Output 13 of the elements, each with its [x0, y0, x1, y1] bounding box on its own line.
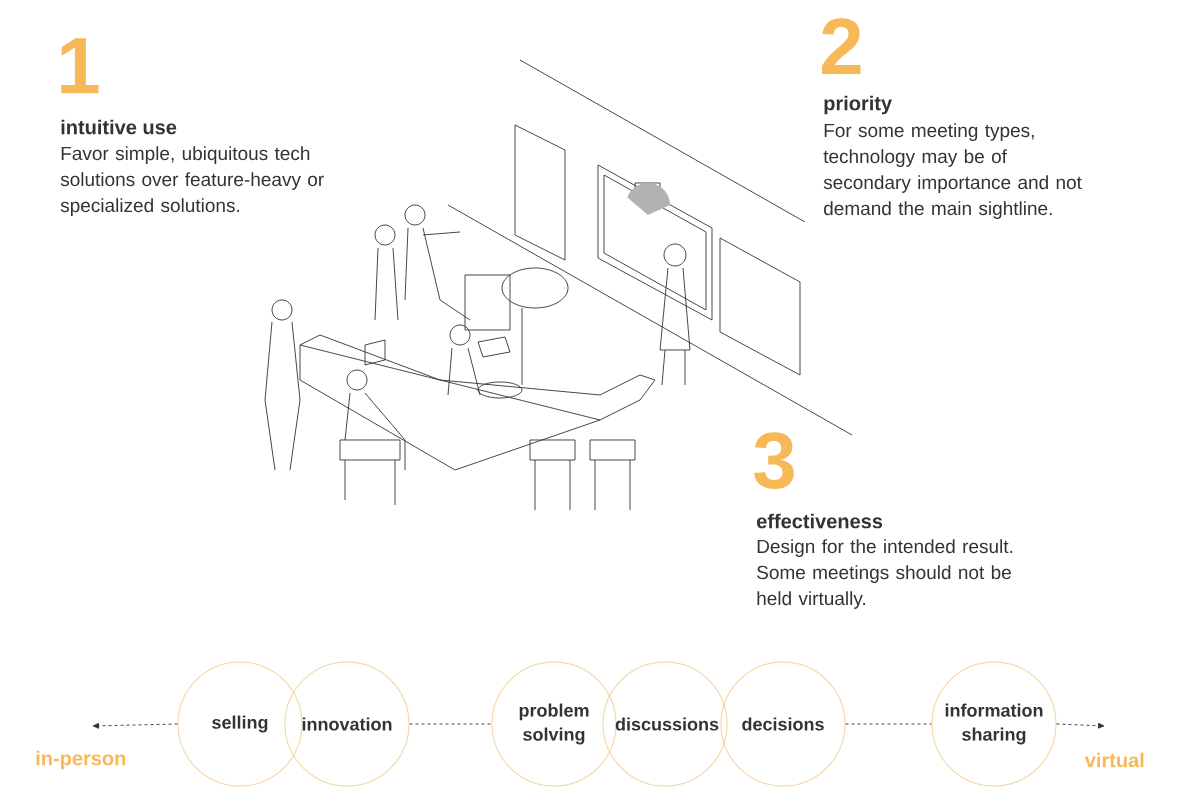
- section-text: Favor simple, ubiquitous tech solutions over feature-heavy or specialized solutions.: [60, 146, 324, 216]
- axis-label: virtual: [1084, 752, 1144, 768]
- section-heading: effectiveness: [757, 513, 883, 529]
- section-text: For some meeting types, technology may be of secondary importance and not demand the main sightline.: [823, 123, 1082, 219]
- dashed-arrow: [92, 722, 178, 729]
- section-number: 3: [754, 432, 794, 489]
- section-number: 1: [61, 38, 99, 94]
- section-heading: intuitive use: [61, 119, 177, 135]
- dashed-arrow: [1056, 722, 1105, 729]
- section-number: 2: [822, 18, 861, 75]
- axis-label: in-person: [36, 750, 126, 770]
- section-text: Design for the intended result. Some meetings should not be held virtually.: [757, 539, 1013, 609]
- section-heading: priority: [824, 95, 892, 115]
